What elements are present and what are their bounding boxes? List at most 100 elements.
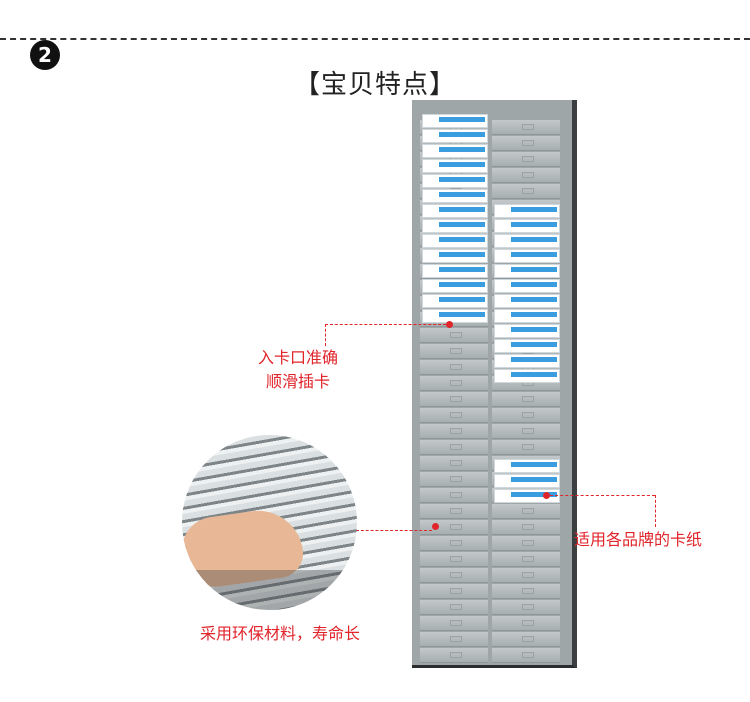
rack-slot: [420, 344, 488, 359]
time-card: [494, 489, 560, 503]
card-header-band: [511, 222, 557, 227]
card-header-band: [439, 312, 485, 317]
rack-slot: [420, 616, 488, 631]
annotation-insert-line1: 入卡口准确: [258, 348, 339, 367]
card-header-band: [439, 177, 485, 182]
card-header-band: [511, 477, 557, 482]
rack-slot: [420, 408, 488, 423]
card-header-band: [511, 207, 557, 212]
annotation-material: 采用环保材料，寿命长: [200, 624, 361, 643]
card-header-band: [439, 132, 485, 137]
card-header-band: [439, 207, 485, 212]
card-leader: [550, 495, 655, 496]
material-marker: [432, 523, 439, 530]
rack-slot: [420, 392, 488, 407]
card-header-band: [511, 282, 557, 287]
card-marker: [543, 492, 550, 499]
time-card: [494, 324, 560, 338]
card-header-band: [439, 237, 485, 242]
rack-slot: [420, 632, 488, 647]
time-card: [494, 279, 560, 293]
rack-slot: [492, 616, 560, 631]
rack-slot: [420, 504, 488, 519]
rack-slot: [420, 360, 488, 375]
step-badge: 2: [30, 40, 60, 70]
time-card: [422, 249, 488, 263]
time-card: [494, 354, 560, 368]
time-card: [494, 459, 560, 473]
rack-slot: [420, 568, 488, 583]
rack-slot: [492, 408, 560, 423]
rack-slot: [492, 552, 560, 567]
card-header-band: [439, 192, 485, 197]
card-header-band: [511, 312, 557, 317]
card-header-band: [511, 297, 557, 302]
time-card: [422, 159, 488, 173]
rack-slot: [420, 648, 488, 663]
rack-slot: [492, 120, 560, 135]
annotation-brands: 适用各品牌的卡纸: [574, 530, 703, 549]
rack-slot: [492, 520, 560, 535]
time-card: [494, 309, 560, 323]
page-title: 【宝贝特点】: [293, 70, 456, 100]
rack-slot: [492, 648, 560, 663]
time-card: [494, 249, 560, 263]
card-header-band: [511, 372, 557, 377]
dashed-divider: [0, 38, 750, 40]
time-card: [494, 234, 560, 248]
time-card: [422, 129, 488, 143]
rack-slot: [420, 376, 488, 391]
rack-slot: [492, 136, 560, 151]
rack-slot: [420, 424, 488, 439]
time-card: [494, 369, 560, 383]
rack-slot: [420, 472, 488, 487]
rack-slot: [420, 520, 488, 535]
card-header-band: [439, 162, 485, 167]
time-card: [494, 204, 560, 218]
card-header-band: [511, 237, 557, 242]
time-card: [422, 204, 488, 218]
rack-slot: [492, 424, 560, 439]
rack-slot: [420, 440, 488, 455]
time-card: [422, 174, 488, 188]
time-card: [422, 114, 488, 128]
card-header-band: [511, 252, 557, 257]
card-header-band: [439, 252, 485, 257]
annotation-insert-line2: 顺滑插卡: [266, 372, 331, 391]
time-card: [422, 234, 488, 248]
card-header-band: [439, 222, 485, 227]
card-header-band: [511, 342, 557, 347]
time-card: [494, 264, 560, 278]
rack-slot: [492, 584, 560, 599]
material-leader: [356, 530, 432, 531]
rack-slot: [492, 168, 560, 183]
rack-slot: [492, 600, 560, 615]
insert-slot-marker: [446, 321, 453, 328]
time-card: [422, 264, 488, 278]
rack-slot: [420, 328, 488, 343]
rack-slot: [492, 568, 560, 583]
time-card: [422, 294, 488, 308]
time-card-rack: [412, 100, 577, 670]
material-closeup-photo: [182, 435, 357, 610]
rack-slot: [420, 600, 488, 615]
rack-slot: [420, 552, 488, 567]
rack-slot: [492, 184, 560, 199]
card-header-band: [439, 267, 485, 272]
rack-slot: [420, 536, 488, 551]
time-card: [494, 294, 560, 308]
card-header-band: [439, 282, 485, 287]
card-header-band: [439, 147, 485, 152]
time-card: [422, 144, 488, 158]
time-card: [494, 474, 560, 488]
card-header-band: [511, 327, 557, 332]
card-header-band: [511, 267, 557, 272]
rack-slot: [420, 584, 488, 599]
rack-slot: [492, 152, 560, 167]
rack-slot: [492, 632, 560, 647]
rack-slot: [420, 456, 488, 471]
time-card: [422, 279, 488, 293]
card-header-band: [511, 492, 557, 497]
rack-slot: [420, 488, 488, 503]
rack-slot: [492, 536, 560, 551]
